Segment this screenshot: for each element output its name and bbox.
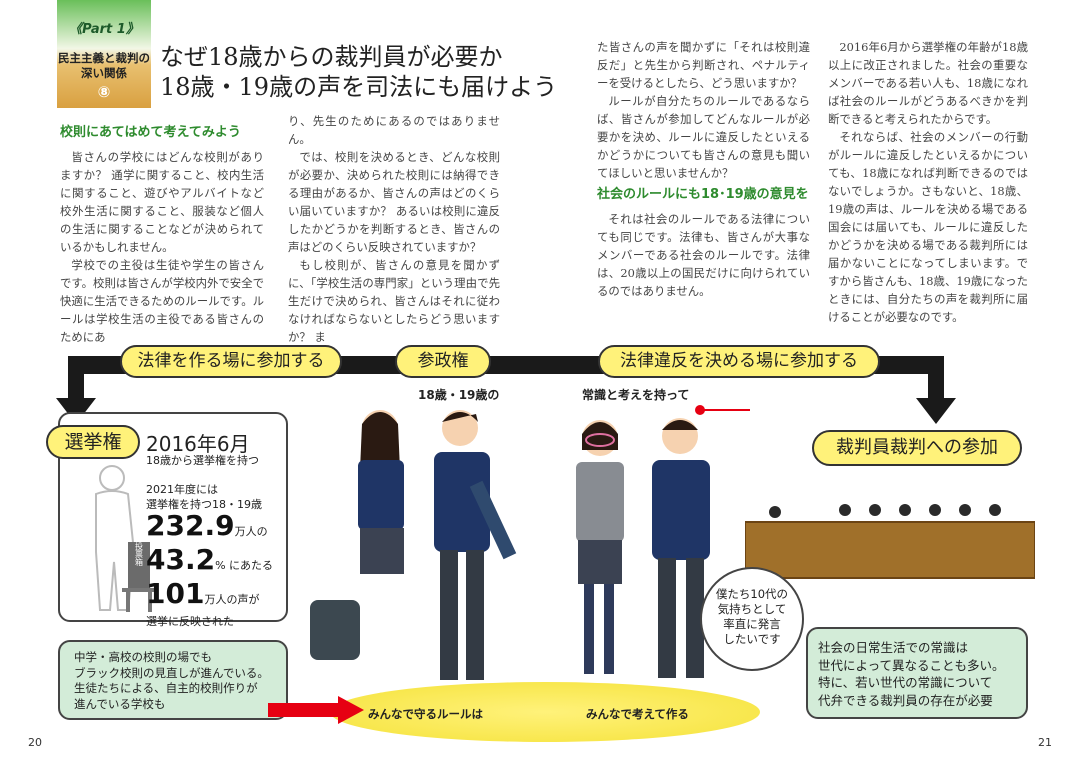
speech-line: 僕たち10代の [715,587,789,601]
stat-unit: % にあたる [215,559,274,572]
paragraph: ルールが自分たちのルールであるならば、皆さんが参加してどんなルールが必要かを決め… [597,94,810,180]
series-number: ⑧ [97,83,111,101]
flow-band-left-stem [68,356,84,400]
stat-unit: 万人の声が [204,593,260,606]
speech-line: 率直に発言 [723,617,781,631]
stat-text: 選挙権を持つ18・19歳 [146,498,262,511]
voter-illustration: 投票箱 [95,465,156,612]
page-number-right: 21 [1038,736,1052,749]
note-line: 特に、若い世代の常識について [818,675,993,690]
student-boy-1 [434,410,517,680]
part-label: 《Part 1》 [69,22,139,37]
label-youth: 18歳・19歳の [418,388,500,402]
red-arrow-icon [268,696,364,724]
floor-label-left: みんなで守るルールは [368,707,483,721]
column-1: 校則にあてはめて考えてみよう 皆さんの学校にはどんな校則がありますか？ 通学に関… [60,120,264,346]
note-line: 進んでいる学校も [74,696,166,711]
paragraph: り、先生のためにあるのではありません。 [288,114,500,146]
vote-date-sub: 18歳から選挙権を持つ [146,454,259,467]
stat-text: 選挙に反映された [146,615,234,628]
stat-percent: 43.2 [146,543,216,576]
student-boy-2 [652,405,710,678]
stat-text: 2021年度には [146,483,218,496]
ballot-box-label: 投票箱 [135,541,144,567]
section-heading: 校則にあてはめて考えてみよう [60,125,241,140]
common-sense-note: 社会の日常生活での常識は 世代によって異なることも多い。 特に、若い世代の常識に… [806,627,1028,719]
paragraph: 学校での主役は生徒や学生の皆さんです。校則は皆さんが学校内外で安全で快適に生活で… [60,258,264,344]
column-2: り、先生のためにあるのではありません。 では、校則を決めるとき、どんな校則が必要… [288,112,500,346]
courtroom-bench-illustration [745,504,1035,579]
page-number-left: 20 [28,736,42,749]
floor-label-right: みんなで考えて作る [586,707,689,721]
flow-band-right-stem [928,356,944,400]
label-common-sense: 常識と考えを持って [582,388,690,402]
paragraph: それならば、社会のメンバーの行動がルールに違反したといえるかについても、18歳に… [828,130,1028,324]
page-title: なぜ18歳からの裁判員が必要か 18歳・19歳の声を司法にも届けよう [160,42,557,102]
paragraph: では、校則を決めるとき、どんな校則が必要か、決められた校則には納得できる理由があ… [288,150,500,254]
speech-line: したいです [723,632,781,646]
suffrage-pill: 選挙権 [46,425,140,459]
down-arrow-icon [56,398,96,424]
paragraph: それは社会のルールである法律についても同じです。法律も、皆さんが大事なメンバーで… [597,212,810,298]
note-line: 生徒たちによる、自主的校則作りが [74,681,258,695]
vote-date: 2016年6月 [146,432,250,456]
stat-eligible: 232.9 [146,509,235,542]
lay-judge-pill: 裁判員裁判への参加 [812,430,1022,466]
student-girl-1 [310,410,404,674]
note-line: 代弁できる裁判員の存在が必要 [818,692,993,708]
students-illustration [310,405,750,680]
column-3: た皆さんの声を聞かずに「それは校則違反だ」と先生から判断され、ペナルティーを受け… [597,38,810,300]
paragraph: 皆さんの学校にはどんな校則がありますか？ 通学に関すること、校内生活に関すること… [60,150,264,254]
speech-bubble: 僕たち10代の 気持ちとして 率直に発言 したいです [700,567,804,671]
label-suffrage: 参政権 [395,345,491,378]
note-line: 社会の日常生活での常識は [818,640,969,655]
speech-line: 気持ちとして [717,602,787,616]
note-line: 中学・高校の校則の場でも [74,650,212,664]
student-girl-2 [576,420,624,674]
note-line: 世代によって異なることも多い。 [818,657,1005,673]
section-heading: 社会のルールにも18･19歳の意見を [597,187,809,202]
school-rules-note: 中学・高校の校則の場でも ブラック校則の見直しが進んでいる。 生徒たちによる、自… [58,640,288,720]
stat-voters: 101 [146,577,205,610]
part-badge: 《Part 1》 民主主義と裁判の深い関係 ⑧ [57,0,151,108]
vote-stats: 2021年度には 選挙権を持つ18・19歳 232.9万人の 43.2% にあた… [146,482,273,629]
series-label: 民主主義と裁判の深い関係 [58,51,150,80]
label-legislation: 法律を作る場に参加する [120,345,342,378]
title-line-2: 18歳・19歳の声を司法にも届けよう [160,73,558,101]
stage-floor [330,682,760,742]
paragraph: た皆さんの声を聞かずに「それは校則違反だ」と先生から判断され、ペナルティーを受け… [597,40,810,90]
column-4: 2016年6月から選挙権の年齢が18歳以上に改正されました。社会の重要なメンバー… [828,38,1028,326]
stat-unit: 万人の [234,525,268,538]
title-line-1: なぜ18歳からの裁判員が必要か [160,43,503,71]
label-judiciary: 法律違反を決める場に参加する [598,345,880,378]
note-line: ブラック校則の見直しが進んでいる。 [74,665,269,680]
paragraph: もし校則が、皆さんの意見を聞かずに、「学校生活の専門家」という理由で先生だけで決… [288,258,500,344]
down-arrow-icon [916,398,956,424]
paragraph: 2016年6月から選挙権の年齢が18歳以上に改正されました。社会の重要なメンバー… [828,40,1028,126]
